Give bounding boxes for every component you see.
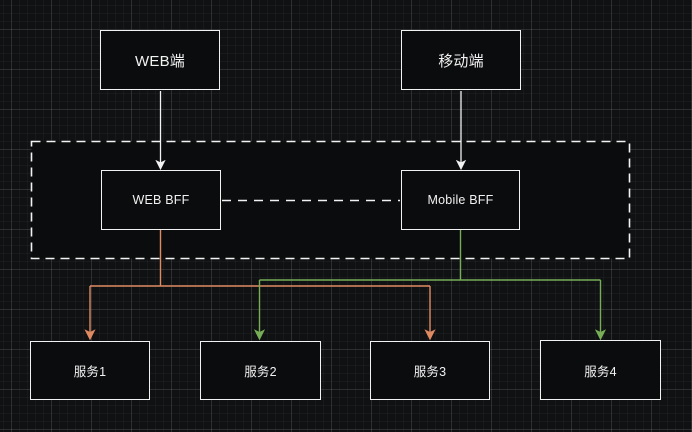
node-service-2: 服务2 [200, 341, 321, 400]
node-web-bff-label: WEB BFF [132, 193, 190, 207]
edge-mobilebff-trunk [259, 230, 601, 281]
node-service-4: 服务4 [540, 340, 661, 400]
node-mobile-client-label: 移动端 [438, 52, 484, 70]
node-service-3-label: 服务3 [413, 365, 447, 379]
node-mobile-client: 移动端 [401, 30, 521, 90]
node-service-3: 服务3 [370, 341, 490, 400]
node-mobile-bff-label: Mobile BFF [427, 193, 494, 207]
node-mobile-bff: Mobile BFF [401, 170, 520, 230]
node-service-4-label: 服务4 [584, 364, 617, 379]
node-web-client-label: WEB端 [135, 52, 185, 70]
node-service-1-label: 服务1 [73, 365, 107, 379]
node-web-client: WEB端 [100, 30, 220, 90]
node-web-bff: WEB BFF [101, 170, 221, 230]
node-service-1: 服务1 [30, 341, 150, 400]
node-service-2-label: 服务2 [244, 365, 277, 379]
